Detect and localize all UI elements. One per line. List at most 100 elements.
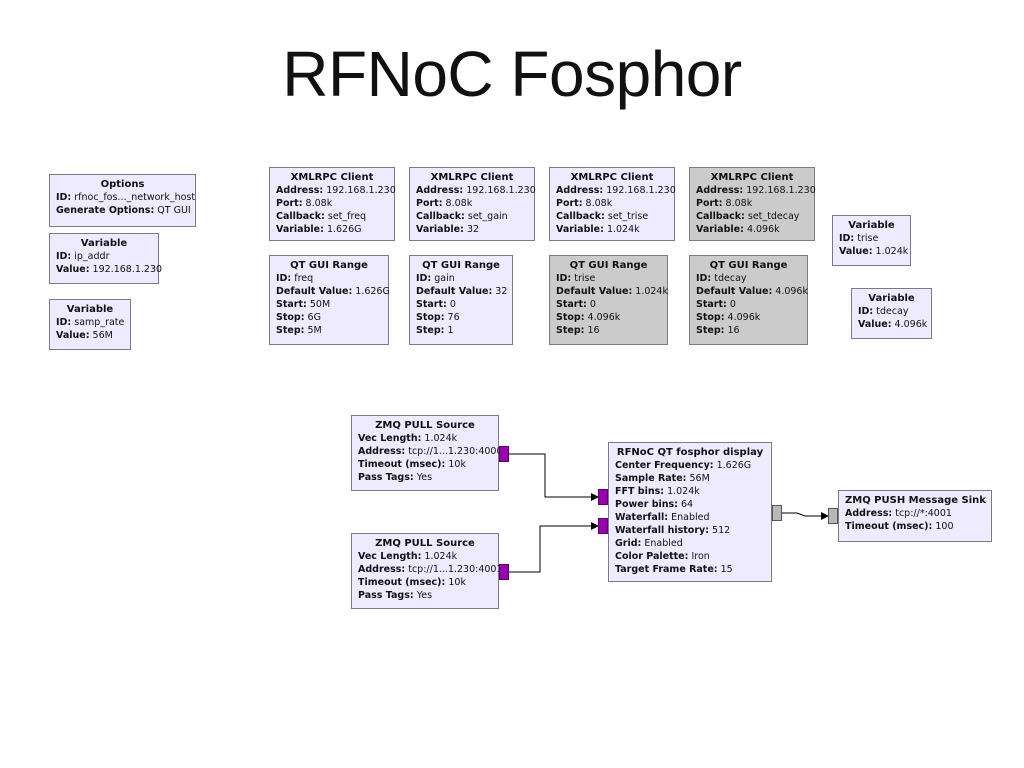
block-param-row: ID: trise — [839, 232, 904, 245]
param-label: Value: — [858, 319, 892, 330]
param-value: 1.626G — [355, 286, 390, 297]
param-value: 1.024k — [875, 246, 909, 257]
param-label: ID: — [696, 273, 712, 284]
connection-wire — [782, 512, 829, 520]
param-label: Default Value: — [416, 286, 493, 297]
param-value: 512 — [712, 525, 731, 536]
param-value: 1.626G — [326, 224, 362, 235]
fosphor-message-output-port[interactable] — [772, 505, 782, 521]
param-value: 56M — [92, 330, 113, 341]
block-param-row: ID: freq — [276, 272, 382, 285]
zmq-push-message-input-port[interactable] — [828, 508, 838, 524]
block-title: RFNoC QT fosphor display — [616, 447, 764, 458]
param-label: Step: — [696, 325, 725, 336]
param-label: Default Value: — [556, 286, 633, 297]
block-param-row: Center Frequency: 1.626G — [615, 459, 765, 472]
block-title: QT GUI Range — [709, 260, 788, 271]
param-value: 4.096k — [746, 224, 780, 235]
block-param-row: Start: 0 — [556, 298, 661, 311]
param-label: Start: — [556, 299, 587, 310]
param-value: samp_rate — [74, 317, 125, 328]
param-label: Timeout (msec): — [845, 521, 933, 532]
param-label: Generate Options: — [56, 205, 155, 216]
param-label: Port: — [696, 198, 723, 209]
param-value: 5M — [307, 325, 322, 336]
param-label: Variable: — [556, 224, 604, 235]
block-title: Variable — [80, 238, 128, 249]
param-label: ID: — [56, 192, 72, 203]
param-label: Port: — [556, 198, 583, 209]
param-value: tdecay — [876, 306, 909, 317]
param-label: Sample Rate: — [615, 473, 687, 484]
block-title: XMLRPC Client — [430, 172, 514, 183]
param-label: ID: — [276, 273, 292, 284]
param-label: Address: — [696, 185, 744, 196]
block-param-row: Address: 192.168.1.230 — [556, 184, 676, 197]
block-title: QT GUI Range — [290, 260, 368, 271]
block-param-row: ID: samp_rate — [56, 316, 124, 329]
param-value: 56M — [689, 473, 710, 484]
param-value: 10k — [448, 459, 466, 470]
block-param-row: Waterfall history: 512 — [615, 524, 765, 537]
block-title: Variable — [848, 220, 895, 231]
block-param-row: Value: 1.024k — [839, 245, 908, 258]
param-value: Iron — [691, 551, 710, 562]
param-value: 1 — [447, 325, 454, 336]
param-label: Stop: — [556, 312, 585, 323]
block-param-row: Variable: 32 — [416, 223, 528, 236]
param-value: 100 — [935, 521, 954, 532]
param-value: 50M — [309, 299, 331, 310]
param-label: Value: — [56, 264, 90, 275]
block-param-row: Step: 1 — [416, 324, 506, 337]
param-value: 0 — [449, 299, 456, 310]
param-value: 192.168.1.230 — [92, 264, 163, 275]
block-param-row: Variable: 1.626G — [276, 223, 388, 236]
param-label: Value: — [56, 330, 90, 341]
param-value: 16 — [587, 325, 600, 336]
param-label: Vec Length: — [358, 433, 422, 444]
param-label: Step: — [556, 325, 585, 336]
zmq-pull-2-output-port[interactable] — [499, 564, 509, 580]
param-value: 64 — [681, 499, 694, 510]
block-param-row: Port: 8.08k — [556, 197, 668, 210]
zmq-pull-1-output-port[interactable] — [499, 446, 509, 462]
param-label: Pass Tags: — [358, 472, 414, 483]
block-param-row: Step: 5M — [276, 324, 382, 337]
fosphor-input-port-1[interactable] — [598, 518, 608, 534]
param-label: Stop: — [696, 312, 725, 323]
block-title: QT GUI Range — [569, 260, 648, 271]
block-param-row: Target Frame Rate: 15 — [615, 563, 765, 576]
param-value: 4.096k — [587, 312, 621, 323]
block-param-row: Address: tcp://*:4001 — [845, 507, 985, 520]
param-value: 10k — [448, 577, 466, 588]
block-param-row: Variable: 4.096k — [696, 223, 808, 236]
param-value: tcp://*:4001 — [895, 508, 952, 519]
param-label: Grid: — [615, 538, 642, 549]
param-value: 32 — [495, 286, 508, 297]
block-param-row: ID: gain — [416, 272, 506, 285]
param-value: 8.08k — [305, 198, 333, 209]
param-label: Address: — [416, 185, 464, 196]
param-label: Variable: — [276, 224, 324, 235]
fosphor-input-port-0[interactable] — [598, 489, 608, 505]
param-value: rfnoc_fos..._network_host — [74, 192, 196, 203]
block-param-row: Address: 192.168.1.230 — [276, 184, 396, 197]
